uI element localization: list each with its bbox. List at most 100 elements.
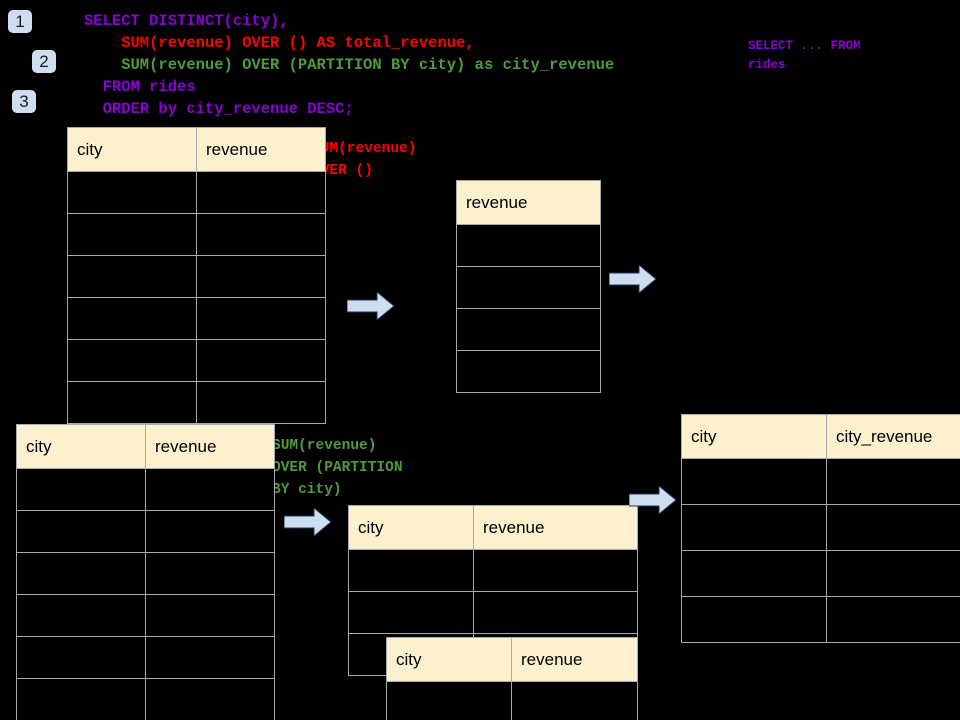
table-row[interactable] [681, 550, 960, 597]
cell-city[interactable] [67, 171, 197, 214]
step-badge-3[interactable]: 3 [12, 90, 36, 113]
table-row[interactable] [456, 350, 601, 393]
table-row[interactable] [456, 266, 601, 309]
arrow-partition-to-result [629, 486, 677, 514]
column-header-revenue: revenue [473, 505, 638, 550]
cell-city[interactable] [16, 552, 146, 595]
sql-line-total-revenue: SUM(revenue) OVER () AS total_revenue, [84, 34, 475, 52]
cell-revenue[interactable] [456, 308, 601, 351]
cell-city[interactable] [16, 594, 146, 637]
cell-city[interactable] [681, 504, 827, 551]
cell-revenue[interactable] [145, 510, 275, 553]
cell-city[interactable] [16, 678, 146, 720]
cell-revenue[interactable] [145, 552, 275, 595]
cell-city[interactable] [67, 297, 197, 340]
table-row[interactable] [67, 255, 326, 298]
table-rides-source-top[interactable]: city revenue [67, 127, 326, 424]
annotation-city-revenue: SUM(revenue) OVER (PARTITION BY city) [272, 438, 403, 498]
cell-city[interactable] [67, 213, 197, 256]
cell-city[interactable] [348, 549, 474, 592]
column-header-revenue: revenue [511, 637, 638, 682]
table-row[interactable] [67, 339, 326, 382]
cell-revenue[interactable] [196, 255, 326, 298]
sql-line-select: SELECT DISTINCT(city), [84, 12, 289, 30]
table-header-row: city revenue [67, 127, 326, 172]
table-row[interactable] [681, 596, 960, 643]
table-row[interactable] [681, 504, 960, 551]
table-row[interactable] [16, 510, 275, 553]
table-final-result[interactable]: city city_revenue [681, 414, 960, 643]
cell-revenue[interactable] [145, 594, 275, 637]
cell-revenue[interactable] [456, 266, 601, 309]
table-row[interactable] [16, 636, 275, 679]
cell-city[interactable] [16, 468, 146, 511]
column-header-revenue: revenue [145, 424, 275, 469]
cell-city-revenue[interactable] [826, 458, 960, 505]
table-row[interactable] [67, 213, 326, 256]
sql-line-order-by: ORDER by city_revenue DESC; [84, 100, 354, 118]
cell-city[interactable] [67, 381, 197, 424]
cell-revenue[interactable] [196, 339, 326, 382]
annotation-total-revenue: SUM(revenue) OVER () [312, 141, 417, 179]
sql-sidenote: SELECT ... FROM rides [748, 39, 861, 72]
arrow-total-to-result [609, 265, 657, 293]
arrow-source-to-total [347, 292, 395, 320]
cell-city[interactable] [16, 636, 146, 679]
sql-line-from: FROM rides [84, 78, 196, 96]
column-header-city: city [67, 127, 197, 172]
cell-revenue[interactable] [196, 213, 326, 256]
cell-city-revenue[interactable] [826, 550, 960, 597]
cell-city[interactable] [681, 550, 827, 597]
step-badge-2[interactable]: 2 [32, 50, 56, 73]
column-header-city: city [16, 424, 146, 469]
table-row[interactable] [386, 681, 638, 720]
table-row[interactable] [456, 224, 601, 267]
cell-revenue[interactable] [145, 678, 275, 720]
column-header-city: city [386, 637, 512, 682]
table-row[interactable] [67, 171, 326, 214]
column-header-city: city [348, 505, 474, 550]
cell-revenue[interactable] [196, 297, 326, 340]
table-rides-source-bottom[interactable]: city revenue [16, 424, 275, 720]
table-header-row: city revenue [386, 637, 638, 682]
table-row[interactable] [681, 458, 960, 505]
cell-revenue[interactable] [473, 591, 638, 634]
cell-city[interactable] [386, 681, 512, 720]
column-header-revenue: revenue [456, 180, 601, 225]
cell-revenue[interactable] [145, 636, 275, 679]
table-partition-group-front[interactable]: city revenue [386, 637, 638, 720]
cell-revenue[interactable] [473, 549, 638, 592]
sql-line-city-revenue: SUM(revenue) OVER (PARTITION BY city) as… [84, 56, 615, 74]
table-header-row: city revenue [16, 424, 275, 469]
step-badge-1[interactable]: 1 [8, 10, 32, 33]
cell-city-revenue[interactable] [826, 504, 960, 551]
table-total-revenue[interactable]: revenue [456, 180, 601, 393]
table-row[interactable] [67, 297, 326, 340]
table-row[interactable] [348, 549, 638, 592]
cell-revenue[interactable] [196, 381, 326, 424]
column-header-city: city [681, 414, 827, 459]
table-header-row: city revenue [348, 505, 638, 550]
cell-city[interactable] [67, 339, 197, 382]
cell-revenue[interactable] [145, 468, 275, 511]
cell-revenue[interactable] [456, 350, 601, 393]
table-row[interactable] [16, 552, 275, 595]
table-row[interactable] [67, 381, 326, 424]
table-header-row: revenue [456, 180, 601, 225]
table-row[interactable] [16, 678, 275, 720]
table-row[interactable] [456, 308, 601, 351]
cell-city[interactable] [67, 255, 197, 298]
table-row[interactable] [348, 591, 638, 634]
cell-revenue[interactable] [456, 224, 601, 267]
cell-city[interactable] [681, 596, 827, 643]
cell-revenue[interactable] [511, 681, 638, 720]
cell-city[interactable] [348, 591, 474, 634]
column-header-revenue: revenue [196, 127, 326, 172]
cell-city-revenue[interactable] [826, 596, 960, 643]
table-row[interactable] [16, 594, 275, 637]
cell-revenue[interactable] [196, 171, 326, 214]
cell-city[interactable] [681, 458, 827, 505]
cell-city[interactable] [16, 510, 146, 553]
table-row[interactable] [16, 468, 275, 511]
